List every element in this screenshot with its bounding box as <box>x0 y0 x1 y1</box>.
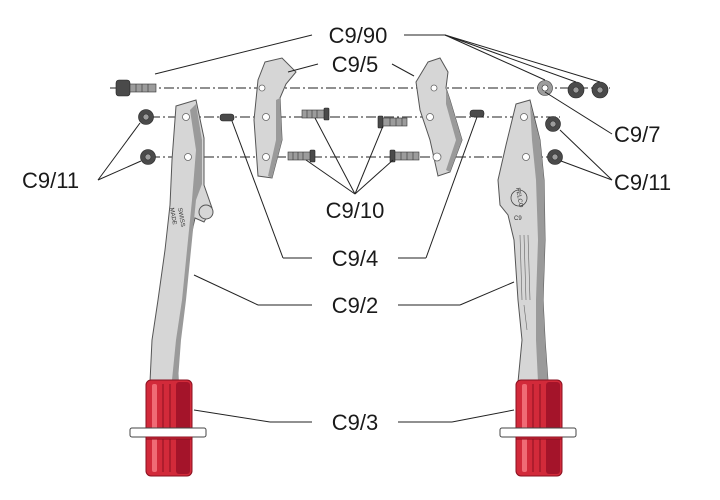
left-nuts <box>138 109 156 165</box>
label-c9-10: C9/10 <box>326 198 385 223</box>
washer-and-nuts <box>537 80 609 99</box>
right-handle-model: C9 <box>514 216 522 222</box>
label-c9-3: C9/3 <box>332 410 378 435</box>
leader-lines <box>97 34 613 423</box>
right-handle-brand: FELCO <box>514 187 523 208</box>
label-c9-4: C9/4 <box>332 246 378 271</box>
left-handle-marking-2: MADE <box>168 207 177 225</box>
right-handle: FELCO C9 <box>497 99 549 383</box>
right-jaw <box>415 57 463 177</box>
main-bolt <box>115 79 157 97</box>
left-jaw <box>253 57 297 179</box>
label-c9-5: C9/5 <box>332 52 378 77</box>
label-c9-11-right: C9/11 <box>614 170 671 195</box>
label-c9-90: C9/90 <box>329 23 388 48</box>
label-c9-2: C9/2 <box>332 293 378 318</box>
screws <box>287 107 420 163</box>
left-handle: SWISS MADE <box>149 99 214 383</box>
left-handle-marking-1: SWISS <box>176 207 185 227</box>
left-grip <box>129 379 207 477</box>
right-grip <box>499 379 577 477</box>
right-nuts <box>545 116 563 165</box>
label-c9-11-left: C9/11 <box>22 168 79 193</box>
label-c9-7: C9/7 <box>614 122 660 147</box>
pins <box>219 109 485 122</box>
